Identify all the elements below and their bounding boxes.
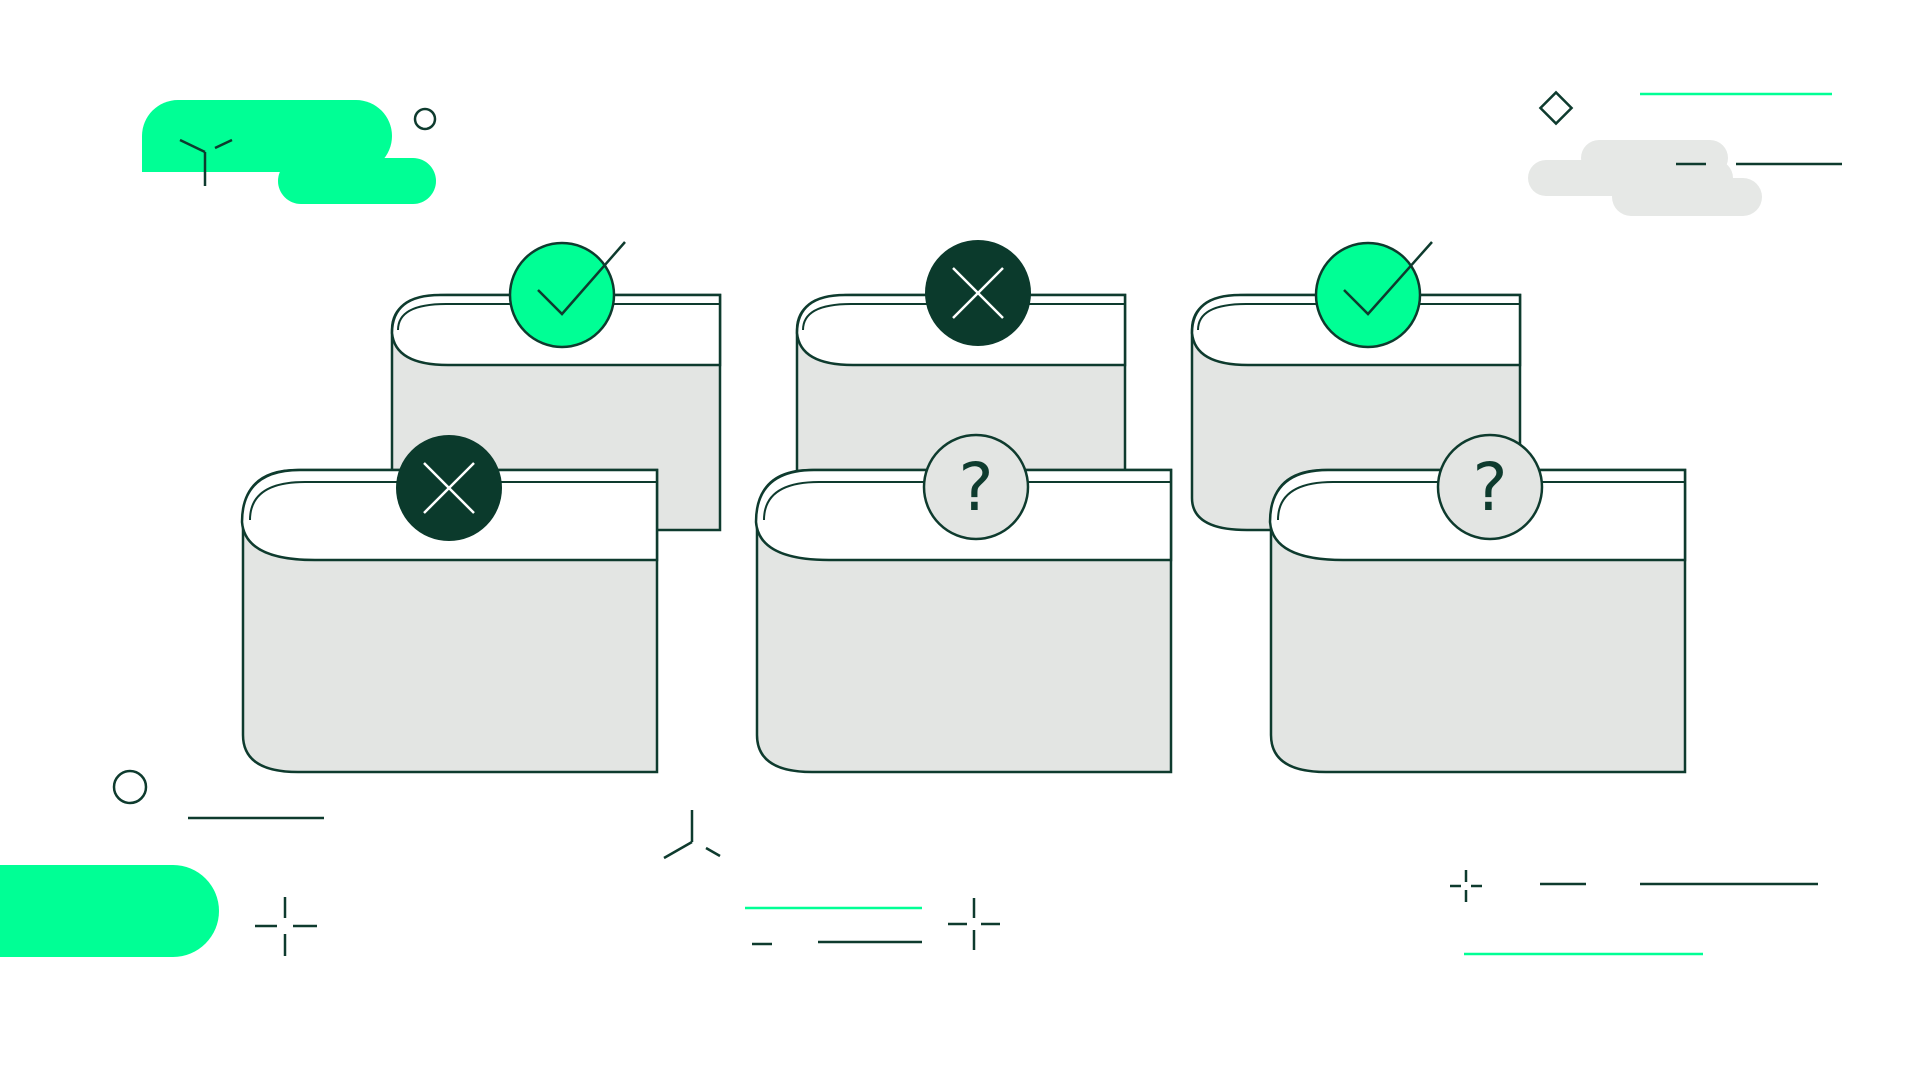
small-circle-icon xyxy=(413,107,437,131)
sparkle-icon xyxy=(255,897,317,956)
sparkle-icon xyxy=(1450,870,1482,902)
x-icon xyxy=(423,462,475,514)
status-badge-unknown: ? xyxy=(922,433,1030,541)
question-icon: ? xyxy=(1472,449,1507,526)
small-circle-icon xyxy=(112,769,148,805)
status-badge-approved xyxy=(1314,241,1433,349)
status-badge-unknown: ? xyxy=(1436,433,1544,541)
status-badge-rejected xyxy=(925,240,1031,346)
x-icon xyxy=(952,267,1004,319)
gray-cloud-top-right xyxy=(1528,140,1762,216)
green-cloud-top-left xyxy=(142,100,436,204)
question-icon: ? xyxy=(958,449,993,526)
diamond-icon xyxy=(1538,90,1574,126)
y-mark-icon xyxy=(663,810,721,860)
decorations xyxy=(0,90,1842,957)
status-badge-approved xyxy=(508,241,626,349)
status-badge-rejected xyxy=(396,435,502,541)
sparkle-icon xyxy=(948,898,1000,950)
check-icon xyxy=(1343,241,1433,316)
y-mark-icon xyxy=(179,138,233,186)
check-icon xyxy=(537,241,626,316)
green-blob-bottom-left xyxy=(0,865,219,957)
